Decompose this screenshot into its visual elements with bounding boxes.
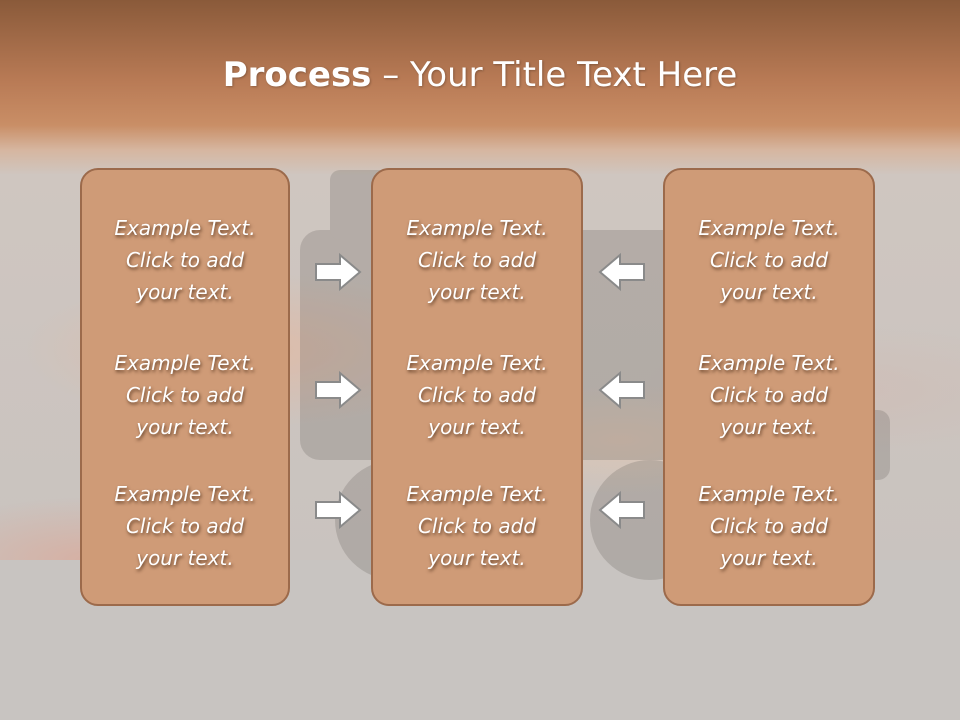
text-placeholder[interactable]: Example Text. Click to add your text. [373,347,581,443]
text-line: your text. [428,280,526,304]
text-line: your text. [720,280,818,304]
text-placeholder[interactable]: Example Text. Click to add your text. [82,212,288,308]
text-line: Example Text. [698,482,840,506]
right-arrow-icon [315,370,362,410]
text-line: Example Text. [406,351,548,375]
text-placeholder[interactable]: Example Text. Click to add your text. [82,478,288,574]
text-placeholder[interactable]: Example Text. Click to add your text. [82,347,288,443]
text-placeholder[interactable]: Example Text. Click to add your text. [373,212,581,308]
text-line: your text. [428,415,526,439]
title-bold: Process [222,55,372,95]
text-line: your text. [428,546,526,570]
text-line: Example Text. [406,216,548,240]
process-box-right[interactable]: Example Text. Click to add your text. Ex… [663,168,875,606]
text-placeholder[interactable]: Example Text. Click to add your text. [665,478,873,574]
text-line: Click to add [417,514,537,538]
text-line: Click to add [125,514,245,538]
text-line: your text. [136,546,234,570]
text-line: your text. [720,546,818,570]
text-line: your text. [136,415,234,439]
text-line: Click to add [125,383,245,407]
text-line: Example Text. [114,482,256,506]
text-line: Example Text. [406,482,548,506]
text-line: Click to add [417,383,537,407]
process-box-center[interactable]: Example Text. Click to add your text. Ex… [371,168,583,606]
text-line: Example Text. [114,216,256,240]
text-line: Example Text. [698,216,840,240]
text-line: Click to add [709,383,829,407]
right-arrow-icon [315,252,362,292]
process-box-left[interactable]: Example Text. Click to add your text. Ex… [80,168,290,606]
text-placeholder[interactable]: Example Text. Click to add your text. [665,212,873,308]
text-line: Click to add [417,248,537,272]
left-arrow-icon [598,370,645,410]
text-line: Click to add [709,514,829,538]
text-placeholder[interactable]: Example Text. Click to add your text. [373,478,581,574]
text-line: your text. [136,280,234,304]
text-line: Click to add [125,248,245,272]
text-line: Example Text. [114,351,256,375]
slide-title[interactable]: Process – Your Title Text Here [0,52,960,98]
text-line: Click to add [709,248,829,272]
title-rest: – Your Title Text Here [371,55,738,95]
left-arrow-icon [598,252,645,292]
left-arrow-icon [598,490,645,530]
text-line: Example Text. [698,351,840,375]
right-arrow-icon [315,490,362,530]
text-placeholder[interactable]: Example Text. Click to add your text. [665,347,873,443]
text-line: your text. [720,415,818,439]
